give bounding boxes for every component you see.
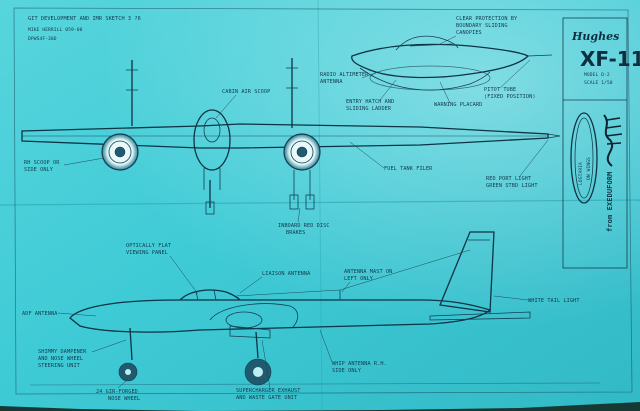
- label-radio-altimeter: RADIO ALTIMETER: [320, 72, 369, 78]
- label-entry-hatch: ENTRY HATCH AND: [346, 99, 394, 105]
- label-rh-scoop-2: SIDE ONLY: [24, 167, 54, 173]
- label-liaison-antenna: LIAISON ANTENNA: [262, 271, 311, 277]
- label-shimmy-dampener-3: STEERING UNIT: [38, 363, 80, 369]
- label-supercharger: SUPERCHARGER EXHAUST: [236, 388, 300, 394]
- label-white-tail-light: WHITE TAIL LIGHT: [528, 298, 580, 304]
- label-nose-wheel-2: NOSE WHEEL: [108, 396, 140, 402]
- label-antenna-mast-2: LEFT ONLY: [344, 276, 374, 282]
- label-red-port-light: RED PORT LIGHT: [486, 176, 531, 182]
- label-optically-flat-2: VIEWING PANEL: [126, 250, 168, 256]
- label-shimmy-dampener: SHIMMY DAMPENER: [38, 349, 87, 355]
- label-clear-protection-3: CANOPIES: [456, 30, 482, 36]
- oval-stamp: LOSTARIA ON WINGS: [570, 112, 598, 204]
- label-pitot-tube-2: (FIXED POSITION): [484, 94, 536, 100]
- title-sub-2: SCALE 1/50: [584, 80, 613, 86]
- label-fuel-tank-filer: FUEL TANK FILER: [384, 166, 433, 172]
- stamp-top: LOSTARIA: [578, 162, 584, 185]
- label-optically-flat: OPTICALLY FLAT: [126, 243, 171, 249]
- vertical-tail: [439, 231, 495, 313]
- fold-crease: [317, 0, 323, 411]
- label-warning-placard: WARNING PLACARD: [434, 102, 482, 108]
- handwritten-strokes: [603, 114, 623, 167]
- title-block: Hughes XF-11 MODEL D-2 SCALE 1/50 LOSTAR…: [562, 17, 640, 269]
- label-clear-protection: CLEAR PROTECTION BY: [456, 16, 518, 22]
- label-inboard-red-disc: INBOARD RED DISC: [278, 223, 330, 229]
- label-rh-scoop: RH SCOOP OR: [24, 160, 60, 166]
- label-whip-antenna: WHIP ANTENNA R.H.: [332, 361, 387, 367]
- header-line-1: GIT DEVELOPMENT AND IMR SKETCH 3 ?6: [28, 16, 141, 22]
- plan-view: [21, 58, 561, 215]
- border-frame: [13, 7, 633, 395]
- side-view-lower: [29, 231, 601, 386]
- title-sub-1: MODEL D-2: [584, 72, 610, 78]
- label-clear-protection-2: BOUNDARY SLIDING: [456, 23, 508, 29]
- label-shimmy-dampener-2: AND NOSE WHEEL: [38, 356, 83, 362]
- label-whip-antenna-2: SIDE ONLY: [332, 368, 362, 374]
- side-view-upper: [351, 35, 553, 91]
- label-antenna-mast: ANTENNA MAST ON: [344, 269, 392, 275]
- label-inboard-red-disc-2: BRAKES: [286, 230, 305, 236]
- title-vertical-note: from EXEDUFORM: [606, 172, 614, 232]
- label-supercharger-2: AND WASTE GATE UNIT: [236, 395, 297, 401]
- label-red-port-light-2: GREEN STBD LIGHT: [486, 183, 538, 189]
- label-entry-hatch-2: SLIDING LADDER: [346, 106, 392, 112]
- fold-crease: [0, 199, 640, 206]
- label-radio-altimeter-2: ANTENNA: [320, 79, 343, 85]
- header-line-3: DPWS4F-30D: [28, 36, 57, 42]
- header-line-2: MIKE HERRILL 059-08: [28, 27, 83, 33]
- label-adf-antenna: ADF ANTENNA: [22, 311, 58, 317]
- label-pitot-tube: PITOT TUBE: [484, 87, 516, 93]
- title-brand: Hughes: [571, 30, 619, 43]
- label-cabin-air-scoop: CABIN AIR SCOOP: [222, 89, 270, 95]
- title-model: XF-11: [580, 47, 640, 71]
- stamp-bottom: ON WINGS: [586, 157, 592, 180]
- label-nose-wheel: 24 GIR-FORGED: [96, 389, 138, 395]
